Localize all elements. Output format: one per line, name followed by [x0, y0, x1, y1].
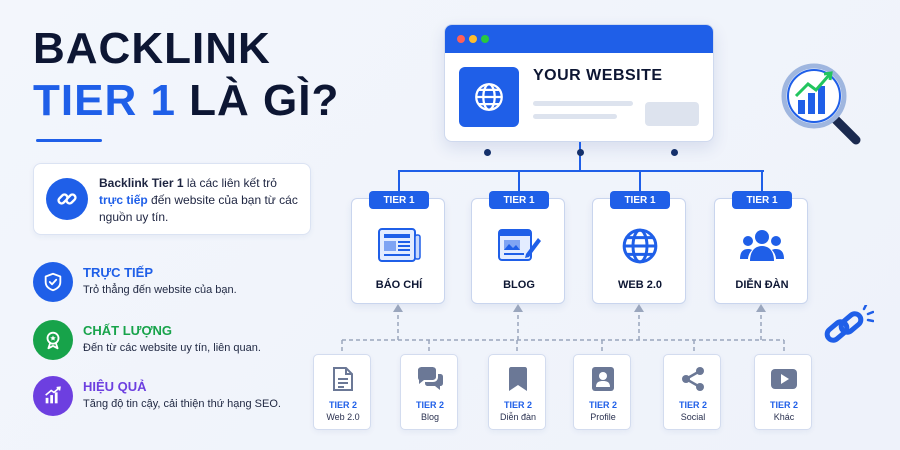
feature-title: CHẤT LƯỢNG — [83, 323, 173, 338]
bookmark-icon — [503, 365, 533, 393]
definition-text-a: là các liên kết trỏ — [183, 176, 277, 190]
headline-line2: TIER 1 LÀ GÌ? — [33, 76, 339, 126]
tier2-label: Profile — [590, 412, 616, 422]
connector-node — [671, 149, 678, 156]
chat-bubbles-icon — [415, 365, 445, 393]
tier1-card-press: TIER 1 BÁO CHÍ — [351, 191, 445, 304]
tier1-label: BÁO CHÍ — [375, 279, 423, 291]
tier2-card-blog: TIER 2 Blog — [400, 354, 458, 430]
feature-desc: Đến từ các website uy tín, liên quan. — [83, 342, 261, 354]
close-dot-icon — [457, 35, 465, 43]
tier2-card-other: TIER 2 Khác — [754, 354, 812, 430]
award-icon — [33, 320, 73, 360]
connector-line — [639, 170, 641, 198]
tier2-connectors — [341, 304, 785, 352]
website-window: YOUR WEBSITE — [444, 24, 714, 142]
tier1-label: WEB 2.0 — [617, 279, 662, 291]
feature-desc: Trỏ thẳng đến website của bạn. — [83, 284, 237, 296]
headline-line1: BACKLINK — [33, 24, 271, 73]
play-icon — [769, 365, 799, 393]
title-underline — [36, 139, 102, 142]
placeholder-line — [533, 101, 633, 106]
tier1-badge: TIER 1 — [369, 191, 429, 209]
magnifier-chart-icon — [778, 60, 866, 150]
connector-line — [398, 170, 764, 172]
tier1-badge: TIER 1 — [610, 191, 670, 209]
connector-line — [579, 142, 581, 170]
maximize-dot-icon — [481, 35, 489, 43]
tier1-card-web20: TIER 1 WEB 2.0 — [592, 191, 686, 304]
tier2-badge: TIER 2 — [415, 400, 444, 410]
tier2-badge: TIER 2 — [769, 400, 798, 410]
tier2-badge: TIER 2 — [678, 400, 707, 410]
profile-icon — [588, 365, 618, 393]
tier1-card-blog: TIER 1 BLOG — [471, 191, 565, 304]
placeholder-button — [645, 102, 699, 126]
globe-icon — [616, 225, 664, 267]
chart-up-icon — [33, 376, 73, 416]
connector-line — [761, 170, 763, 198]
browser-title-bar — [445, 25, 713, 53]
tier2-label: Diễn đàn — [499, 412, 537, 422]
tier2-badge: TIER 2 — [328, 400, 357, 410]
shield-check-icon — [33, 262, 73, 302]
definition-term: Backlink Tier 1 — [99, 176, 184, 190]
tier2-label: Khác — [773, 412, 795, 422]
tier2-card-forum: TIER 2 Diễn đàn — [488, 354, 546, 430]
feature-title: HIỆU QUẢ — [83, 379, 147, 394]
feature-title: TRỰC TIẾP — [83, 265, 154, 280]
tier1-badge: TIER 1 — [732, 191, 792, 209]
tier1-label: BLOG — [503, 279, 535, 291]
headline-rest: LÀ GÌ? — [189, 76, 340, 125]
definition-highlight: trực tiếp — [99, 193, 148, 207]
minimize-dot-icon — [469, 35, 477, 43]
share-icon — [678, 365, 708, 393]
connector-node — [577, 149, 584, 156]
tier2-card-web20: TIER 2 Web 2.0 — [313, 354, 371, 430]
definition-card: Backlink Tier 1 là các liên kết trỏ trực… — [33, 163, 311, 235]
tier2-card-social: TIER 2 Social — [663, 354, 721, 430]
tier2-label: Blog — [420, 412, 439, 422]
connector-line — [398, 170, 400, 198]
chain-link-icon — [822, 303, 875, 351]
connector-node — [484, 149, 491, 156]
tier2-label: Social — [680, 412, 706, 422]
tier2-label: Web 2.0 — [326, 412, 360, 422]
blog-edit-icon — [495, 225, 543, 267]
tier1-card-forum: TIER 1 DIỄN ĐÀN — [714, 191, 808, 304]
definition-text: Backlink Tier 1 là các liên kết trỏ trực… — [99, 175, 304, 226]
users-icon — [738, 225, 786, 267]
tier1-badge: TIER 1 — [489, 191, 549, 209]
tier1-label: DIỄN ĐÀN — [735, 279, 789, 291]
definition-text-b: đến website của bạn từ các nguồn uy tín. — [99, 193, 298, 224]
globe-icon — [459, 67, 519, 127]
headline-accent: TIER 1 — [33, 76, 176, 125]
newspaper-icon — [375, 225, 423, 267]
document-icon — [328, 365, 358, 393]
feature-desc: Tăng độ tin cậy, cải thiện thứ hạng SEO. — [83, 398, 281, 410]
tier2-card-profile: TIER 2 Profile — [573, 354, 631, 430]
connector-line — [518, 170, 520, 198]
link-icon — [46, 178, 88, 220]
website-title: YOUR WEBSITE — [533, 67, 663, 84]
tier2-badge: TIER 2 — [588, 400, 617, 410]
tier2-badge: TIER 2 — [503, 400, 532, 410]
placeholder-line — [533, 114, 617, 119]
